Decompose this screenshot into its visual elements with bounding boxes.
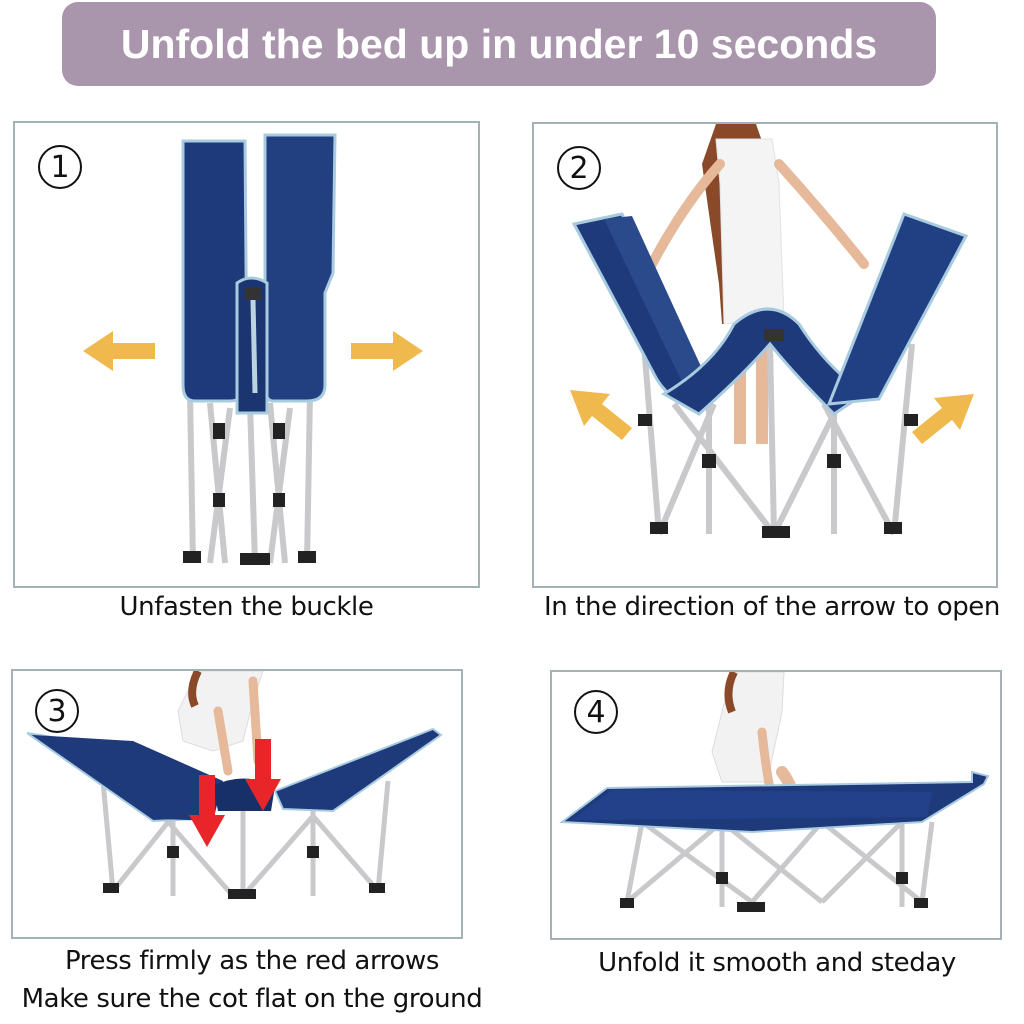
step-1-panel: 1 [13, 121, 480, 588]
red-down-arrow-icon-right [245, 739, 281, 811]
step-4-caption: Unfold it smooth and steday [598, 948, 956, 978]
header-banner: Unfold the bed up in under 10 seconds [62, 2, 936, 86]
red-down-arrow-icon-left [189, 775, 225, 847]
step-1-badge: 1 [38, 145, 82, 189]
step-2-panel: 2 [532, 122, 998, 588]
step-2-badge: 2 [557, 146, 601, 190]
step-3-caption-line-1: Press firmly as the red arrows [64, 946, 440, 976]
header-title: Unfold the bed up in under 10 seconds [120, 20, 878, 67]
step-4-panel: 4 [550, 670, 1002, 940]
step-2-caption: In the direction of the arrow to open [544, 592, 1000, 622]
step-4-badge: 4 [574, 690, 618, 734]
right-arrow-icon [351, 331, 423, 371]
folded-cot-illustration [181, 133, 337, 565]
step-1-caption: Unfasten the buckle [119, 592, 374, 622]
flat-cot-illustration [559, 672, 990, 912]
left-arrow-icon [83, 331, 155, 371]
step-3-panel: 3 [11, 669, 463, 939]
press-cot-illustration [26, 671, 443, 899]
up-right-arrow-icon [912, 394, 974, 444]
up-left-arrow-icon [570, 390, 632, 440]
half-open-cot-illustration [571, 124, 969, 538]
step-3-badge: 3 [35, 689, 79, 733]
step-3-caption-line-2: Make sure the cot flat on the ground [21, 984, 483, 1014]
